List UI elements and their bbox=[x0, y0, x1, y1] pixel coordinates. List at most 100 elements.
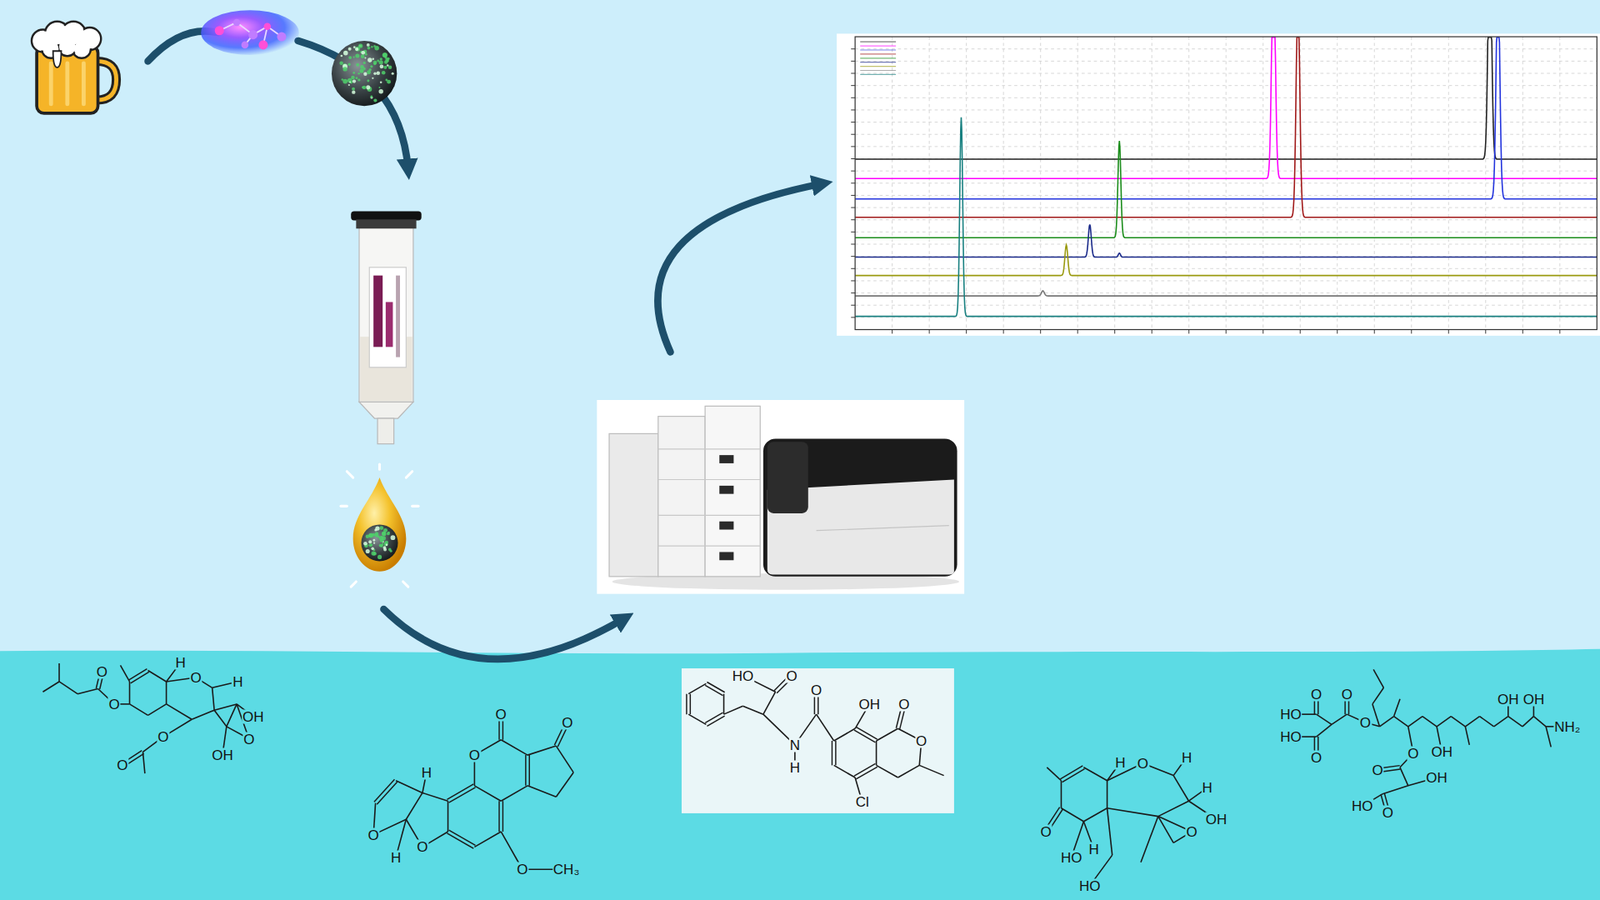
nanoparticle-dot bbox=[371, 77, 374, 80]
single-bond bbox=[1331, 714, 1347, 725]
chromatogram-trace bbox=[855, 37, 1597, 180]
grid-line bbox=[855, 292, 1597, 294]
atom-label: O bbox=[560, 715, 574, 730]
atom-label: OH bbox=[210, 748, 235, 763]
nanoparticle-dot bbox=[365, 85, 370, 90]
nanoparticle-dot bbox=[381, 535, 386, 540]
flow-arrow bbox=[298, 40, 409, 170]
single-bond bbox=[1394, 716, 1409, 727]
grid-line bbox=[855, 244, 1597, 245]
nanoparticle-dot bbox=[373, 72, 377, 76]
atom-label: O bbox=[1359, 715, 1372, 730]
nanoparticle-dot bbox=[380, 544, 384, 548]
atom-label: N bbox=[789, 737, 801, 752]
single-bond bbox=[555, 745, 574, 773]
double-bond bbox=[831, 740, 833, 765]
blob-atom bbox=[241, 41, 250, 50]
grid-line bbox=[855, 48, 1597, 50]
nanoparticle-dot bbox=[363, 72, 367, 76]
atom-label: H bbox=[1180, 750, 1193, 765]
nanoparticle-dot bbox=[342, 66, 347, 71]
grid-line bbox=[855, 316, 1597, 318]
single-bond bbox=[1436, 716, 1451, 727]
nanoparticle-dot bbox=[376, 71, 380, 75]
axis-tick bbox=[850, 280, 855, 281]
axis-tick bbox=[850, 73, 855, 75]
nanoparticle-dot bbox=[374, 528, 377, 531]
nanoparticle-dot bbox=[381, 531, 386, 536]
grid-line bbox=[1262, 36, 1264, 330]
atom-label: HO bbox=[1350, 799, 1375, 814]
nanoparticle-dot bbox=[363, 541, 368, 546]
single-bond bbox=[1046, 767, 1061, 781]
single-bond bbox=[500, 740, 528, 755]
chemical-structures bbox=[42, 663, 1567, 886]
sparkle bbox=[346, 471, 353, 478]
grid-line bbox=[855, 207, 1597, 209]
nanoparticle-dot bbox=[373, 98, 377, 102]
module-seam bbox=[658, 479, 760, 480]
single-bond bbox=[919, 765, 944, 775]
axis-tick bbox=[850, 60, 855, 62]
sparkle bbox=[412, 505, 419, 508]
instrument-ground bbox=[596, 400, 965, 595]
chromatogram bbox=[836, 33, 1600, 335]
single-bond bbox=[688, 683, 706, 694]
label-stripe bbox=[385, 301, 394, 347]
single-bond bbox=[1522, 716, 1534, 727]
double-bond bbox=[690, 694, 691, 715]
nanoparticle-dot bbox=[387, 531, 390, 535]
atom-label: H bbox=[789, 760, 801, 775]
nanoparticle-dot bbox=[365, 53, 368, 56]
nanoparticle-dot bbox=[340, 55, 344, 58]
single-bond bbox=[1083, 808, 1107, 822]
nanoparticle-dot bbox=[366, 70, 371, 75]
module-seam bbox=[658, 515, 760, 516]
double-bond bbox=[1060, 765, 1083, 780]
foam-fill bbox=[74, 41, 90, 57]
nanoparticle-dot bbox=[358, 72, 360, 75]
nanoparticle-dot bbox=[370, 547, 375, 551]
nanoparticle-dot bbox=[367, 57, 373, 63]
atom-label: O bbox=[115, 758, 129, 773]
single-bond bbox=[58, 663, 60, 682]
grid-line bbox=[855, 305, 1597, 306]
axis-tick bbox=[1114, 330, 1115, 335]
nanoparticle-dot bbox=[373, 45, 376, 48]
nanoparticle-core bbox=[360, 524, 398, 561]
blob-atom bbox=[233, 19, 241, 27]
single-bond bbox=[1316, 724, 1332, 737]
nanoparticle-dot bbox=[378, 60, 383, 65]
chromatogram-panel bbox=[836, 33, 1600, 335]
single-bond bbox=[474, 785, 501, 801]
double-bond bbox=[525, 755, 526, 786]
blob-atom bbox=[258, 40, 268, 50]
axis-tick bbox=[850, 255, 855, 257]
nanoparticle-dot bbox=[348, 84, 350, 86]
nanoparticle-dot bbox=[352, 71, 355, 75]
single-bond bbox=[723, 694, 725, 715]
single-bond bbox=[395, 780, 423, 794]
grid-line bbox=[1336, 36, 1338, 330]
grid-line bbox=[1448, 36, 1450, 330]
mug-handle bbox=[96, 60, 116, 100]
module-window bbox=[719, 521, 734, 530]
single-bond bbox=[226, 704, 237, 727]
single-bond bbox=[724, 705, 744, 715]
nanoparticle-dot bbox=[348, 47, 352, 51]
single-bond bbox=[834, 728, 855, 741]
single-bond bbox=[555, 772, 574, 797]
atom-label: O bbox=[1185, 824, 1199, 839]
nanoparticle-dot bbox=[353, 45, 356, 49]
grid-line bbox=[855, 85, 1597, 86]
module-seam bbox=[658, 448, 760, 450]
double-bond bbox=[529, 755, 530, 786]
legend-sample bbox=[860, 57, 896, 59]
axis-tick bbox=[1077, 330, 1079, 335]
atom-label: OH bbox=[1496, 691, 1520, 706]
atom-label: OH bbox=[858, 696, 882, 711]
single-bond bbox=[1382, 785, 1409, 795]
single-bond bbox=[1083, 767, 1107, 781]
legend-sample bbox=[860, 41, 896, 43]
atom-label: O bbox=[810, 682, 823, 697]
